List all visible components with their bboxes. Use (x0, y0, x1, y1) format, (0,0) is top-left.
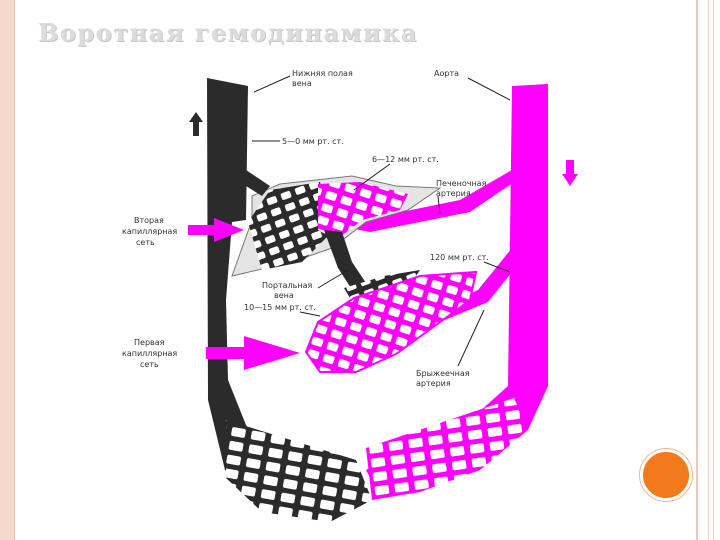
label-aorta: Аорта (434, 69, 459, 78)
aorta-vessel (366, 84, 548, 492)
arrow-down-icon (562, 160, 578, 186)
label-pressure-portal: 10—15 мм рт. ст. (244, 303, 316, 312)
accent-circle (640, 449, 692, 501)
hepatic-vein-vessel (246, 170, 270, 196)
label-portal-line2: вена (274, 291, 294, 300)
portal-pressure-leader-line (299, 311, 321, 317)
first-net-pointer-arrow (206, 336, 300, 370)
label-hepatic-artery-line2: артерия (436, 189, 471, 198)
label-pressure-liver: 6—12 мм рт. ст. (372, 155, 439, 164)
label-pressure-artery: 120 мм рт. ст. (430, 253, 489, 262)
hepatic-artery-leader-line (437, 195, 441, 215)
label-ivc-line2: вена (292, 79, 312, 88)
slide-frame-right (696, 0, 720, 540)
slide-title: Воротная гемодинамика (38, 18, 418, 47)
inferior-vena-cava-vessel (207, 78, 366, 520)
liver-pressure-leader-line (353, 163, 391, 191)
label-second-net-line1: Вторая (134, 216, 164, 225)
aorta-leader-line (467, 77, 511, 101)
bottom-arterial-capillary-mesh (366, 398, 528, 500)
leader-lines (252, 75, 511, 367)
label-mesenteric-line2: артерия (416, 379, 451, 388)
label-second-net-line2: капиллярная (122, 227, 177, 236)
liver-venous-capillary-mesh (248, 182, 332, 270)
arrow-up-icon (189, 112, 203, 136)
label-portal-line1: Портальная (262, 281, 313, 290)
label-hepatic-artery-line1: Печеночная (436, 179, 487, 188)
label-second-net-line3: сеть (136, 238, 155, 247)
intestine-pink-capillary-mesh (304, 270, 478, 373)
slide-frame-right-inner (708, 0, 714, 540)
label-first-net-line2: капиллярная (122, 349, 177, 358)
label-pressure-ivc: 5—0 мм рт. ст. (282, 137, 344, 146)
label-first-net-line1: Первая (134, 338, 165, 347)
portal-leader-line (317, 269, 349, 289)
label-ivc-line1: Нижняя полая (292, 69, 353, 78)
label-first-net-line3: сеть (140, 360, 159, 369)
bottom-venous-capillary-mesh (226, 420, 372, 522)
second-net-pointer-arrow (188, 218, 244, 242)
slide-frame-left (0, 0, 15, 540)
mesenteric-leader-line (457, 309, 485, 367)
label-mesenteric-line1: Брыжеечная (416, 369, 470, 378)
liver-arterial-capillary-mesh (318, 182, 408, 240)
ivc-leader-line (253, 75, 291, 93)
artery-pressure-leader-line (483, 261, 511, 273)
